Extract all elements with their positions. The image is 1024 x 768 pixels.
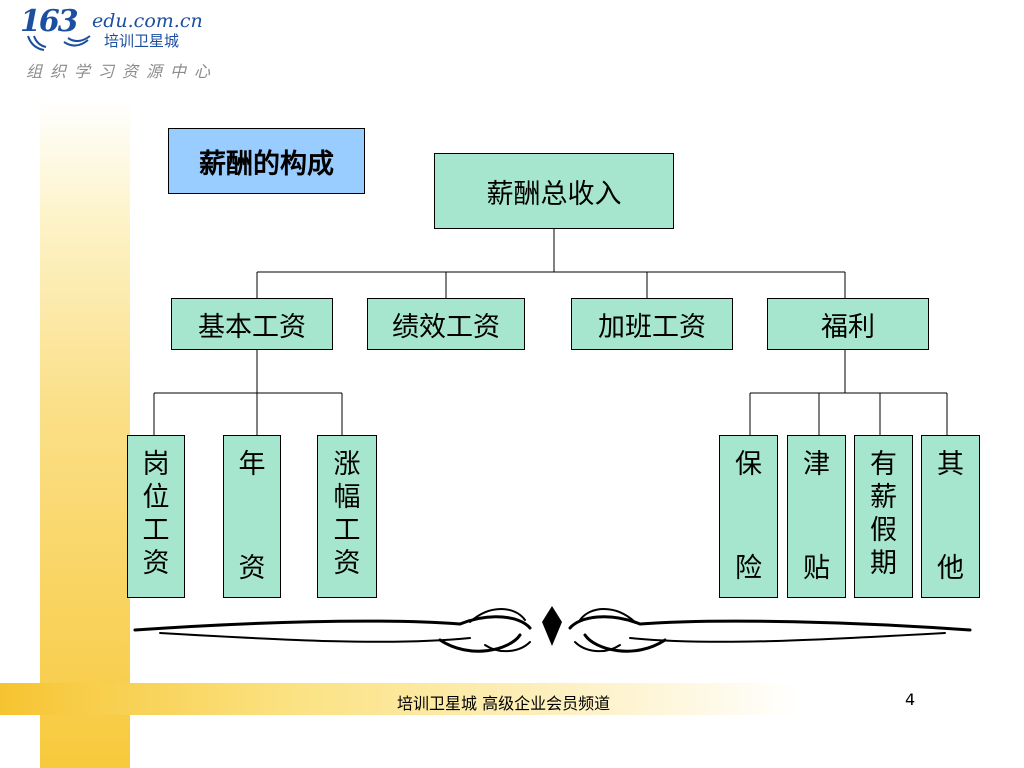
logo-arcs-icon — [27, 35, 91, 51]
char: 保 — [735, 449, 762, 480]
char: 假 — [870, 515, 897, 546]
root-node: 薪酬总收入 — [434, 153, 674, 229]
node-seniority-salary: 年 资 — [223, 435, 281, 598]
char: 工 — [142, 515, 170, 546]
char: 年 — [238, 449, 266, 480]
char: 幅 — [333, 482, 361, 513]
node-label: 基本工资 — [198, 311, 306, 343]
node-insurance: 保 险 — [719, 435, 778, 598]
char: 工 — [333, 515, 361, 546]
char: 有 — [870, 449, 897, 480]
char: 其 — [937, 449, 964, 480]
node-allowance: 津 贴 — [787, 435, 846, 598]
char: 他 — [937, 553, 964, 584]
char: 贴 — [803, 553, 830, 584]
node-overtime-salary: 加班工资 — [571, 298, 733, 350]
node-raise-salary: 涨 幅 工 资 — [317, 435, 377, 598]
decorative-vertical-bar — [40, 100, 130, 768]
char: 险 — [735, 553, 762, 584]
char: 涨 — [333, 449, 361, 480]
char: 资 — [333, 548, 361, 579]
logo-site-name: 培训卫星城 — [104, 32, 180, 50]
char: 资 — [238, 553, 266, 584]
char: 资 — [142, 548, 170, 579]
node-label: 福利 — [821, 311, 875, 343]
slide-title: 薪酬的构成 — [199, 148, 334, 180]
node-basic-salary: 基本工资 — [171, 298, 333, 350]
char: 期 — [870, 548, 897, 579]
root-label: 薪酬总收入 — [486, 178, 622, 210]
node-performance-salary: 绩效工资 — [367, 298, 525, 350]
node-paid-leave: 有 薪 假 期 — [854, 435, 913, 598]
footer-text: 培训卫星城 高级企业会员频道 — [397, 694, 611, 713]
char: 津 — [803, 449, 830, 480]
char: 岗 — [142, 449, 170, 480]
page-number: 4 — [905, 690, 916, 709]
decorative-footer-bar — [0, 683, 800, 715]
logo-domain: edu.com.cn — [92, 10, 203, 32]
node-label: 绩效工资 — [392, 311, 500, 343]
node-welfare: 福利 — [767, 298, 929, 350]
slide-title-box: 薪酬的构成 — [168, 128, 365, 194]
logo-number: 163 — [20, 4, 79, 39]
char: 位 — [142, 482, 170, 513]
node-position-salary: 岗 位 工 资 — [127, 435, 185, 598]
node-other: 其 他 — [921, 435, 980, 598]
node-label: 加班工资 — [598, 311, 706, 343]
char: 薪 — [870, 482, 897, 513]
logo-slogan: 组织学习资源中心 — [26, 62, 219, 81]
